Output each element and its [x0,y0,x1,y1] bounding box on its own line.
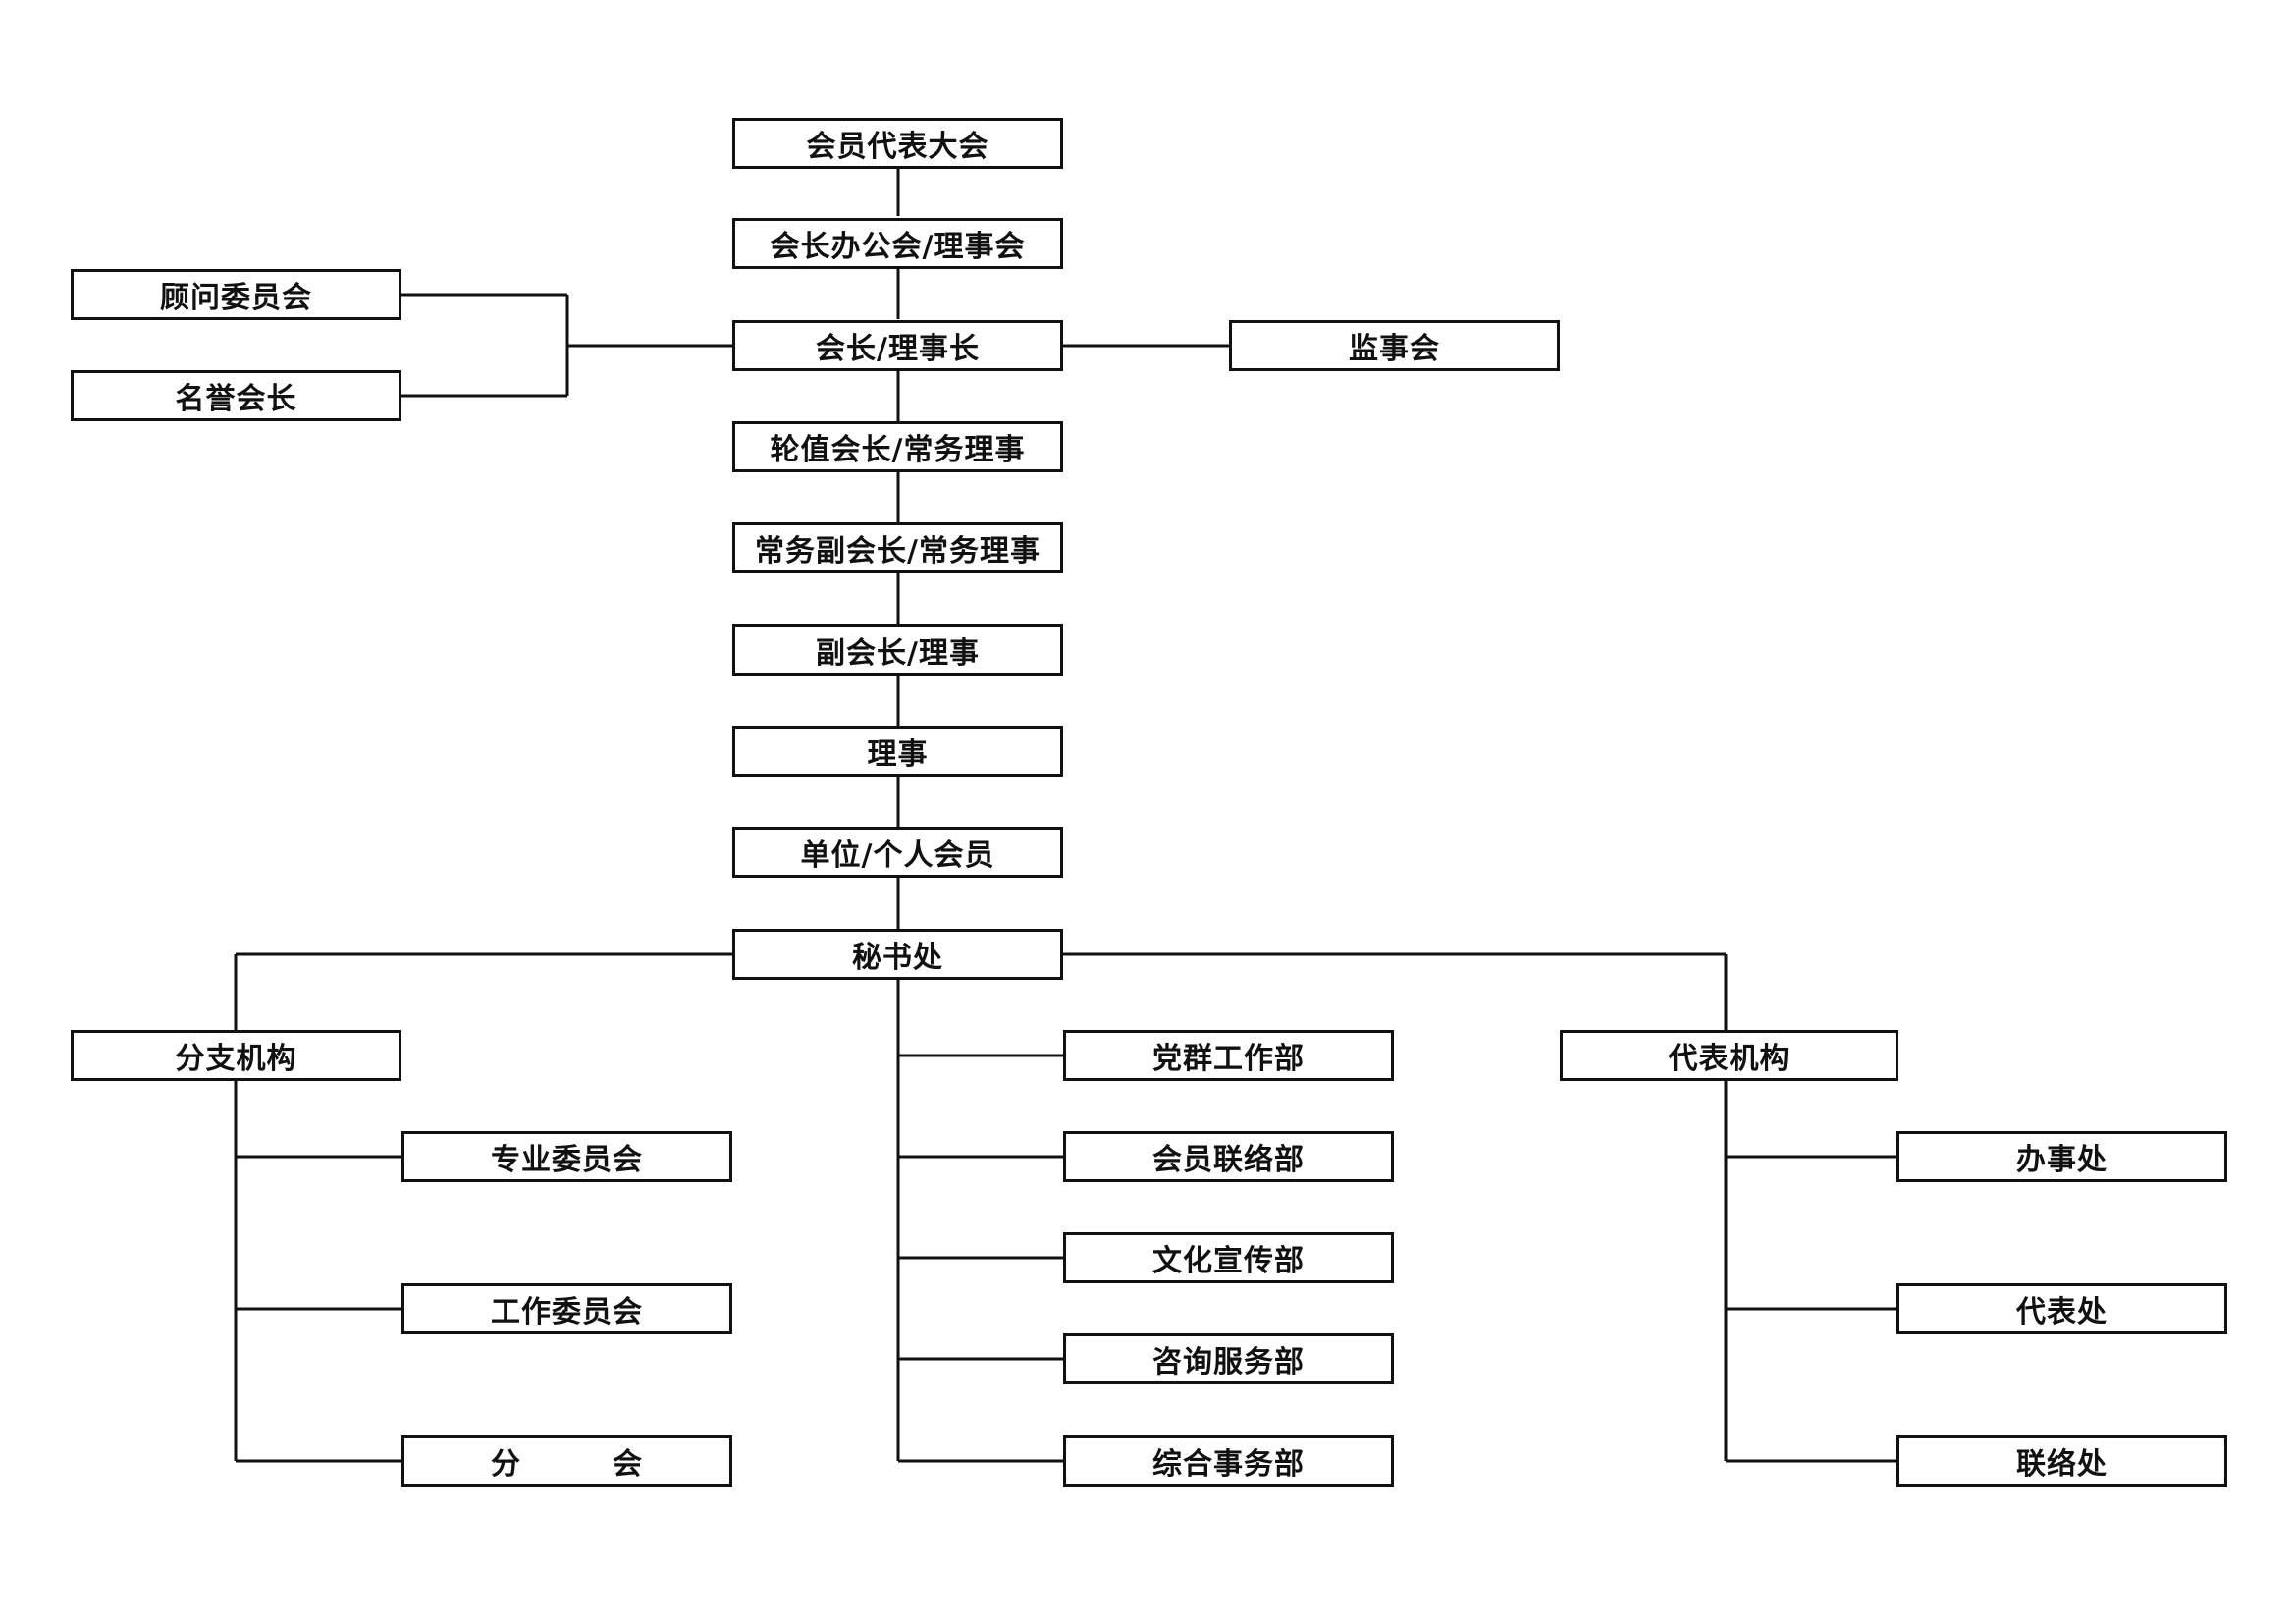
node-president: 会长/理事长 [732,320,1063,371]
node-advisory: 顾问委员会 [71,269,401,320]
node-honorary: 名誉会长 [71,370,401,421]
node-exec-vp: 常务副会长/常务理事 [732,522,1063,573]
node-rotating: 轮值会长/常务理事 [732,421,1063,472]
node-work-committee: 工作委员会 [401,1283,732,1334]
node-congress: 会员代表大会 [732,118,1063,169]
node-consulting: 咨询服务部 [1063,1333,1394,1384]
node-reps: 代表机构 [1560,1030,1898,1081]
node-rep-point: 代表处 [1896,1283,2227,1334]
node-culture: 文化宣传部 [1063,1232,1394,1283]
node-liaison-dept: 会员联络部 [1063,1131,1394,1182]
node-members: 单位/个人会员 [732,827,1063,878]
node-branch-assoc: 分 会 [401,1435,732,1487]
node-general: 综合事务部 [1063,1435,1394,1487]
node-supervisors: 监事会 [1229,320,1560,371]
node-party: 党群工作部 [1063,1030,1394,1081]
node-secretariat: 秘书处 [732,929,1063,980]
node-vp: 副会长/理事 [732,624,1063,676]
node-directors: 理事 [732,726,1063,777]
node-liaison-office: 联络处 [1896,1435,2227,1487]
node-rep-office: 办事处 [1896,1131,2227,1182]
node-office: 会长办公会/理事会 [732,218,1063,269]
node-pro-committee: 专业委员会 [401,1131,732,1182]
node-branches: 分支机构 [71,1030,401,1081]
